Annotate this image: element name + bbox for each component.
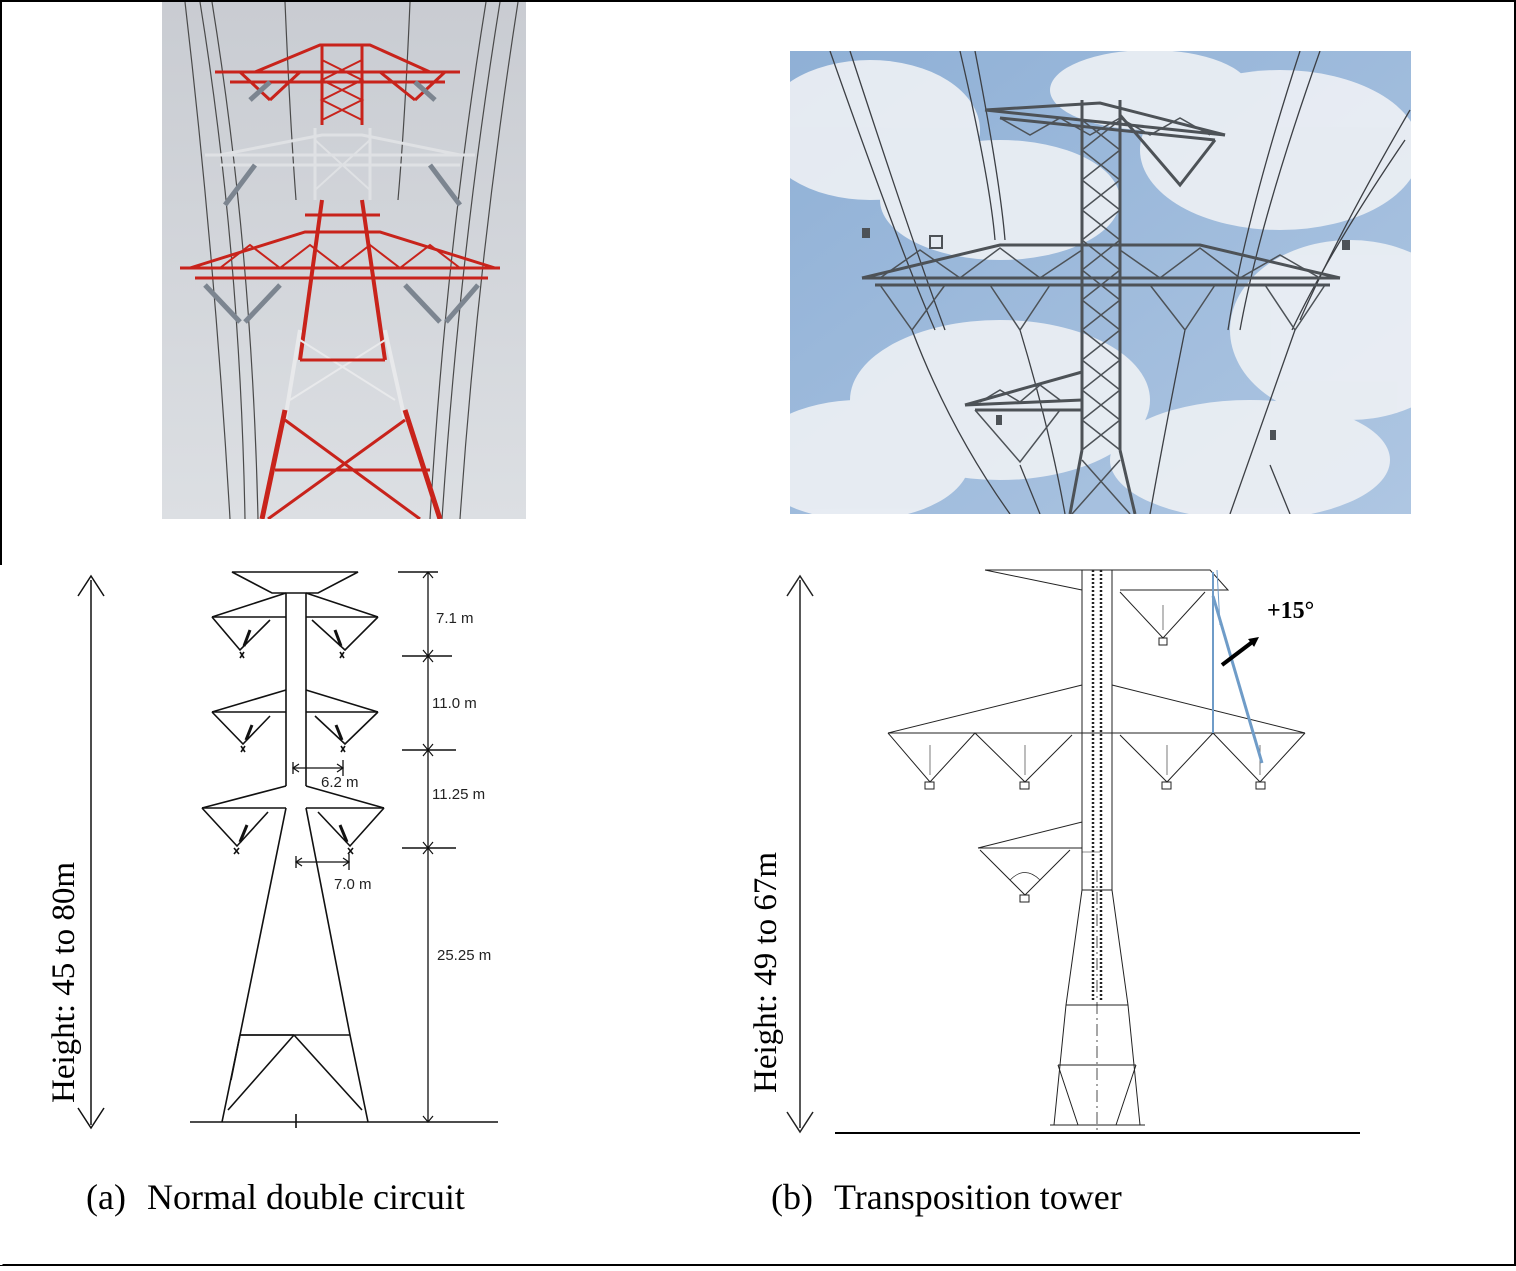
caption-b-letter: (b)	[771, 1177, 813, 1217]
height-label-a: Height: 45 to 80m	[46, 861, 82, 1103]
caption-a-text: Normal double circuit	[147, 1177, 465, 1217]
dimension-label: 6.2 m	[321, 774, 359, 791]
rotation-angle-label: +15°	[1267, 598, 1315, 624]
dimension-label: 25.25 m	[437, 947, 492, 964]
dimension-label: 11.25 m	[432, 786, 486, 803]
caption-a-letter: (a)	[86, 1177, 126, 1217]
photo-red-white-tower	[162, 2, 526, 519]
drawing-transposition-tower	[786, 569, 1360, 1134]
caption-b-text: Transposition tower	[834, 1177, 1122, 1217]
dimension-label: 7.0 m	[334, 876, 372, 893]
photo-transposition-tower	[790, 51, 1411, 514]
drawing-normal-double-circuit	[77, 571, 498, 1130]
height-label-b: Height: 49 to 67m	[748, 851, 784, 1093]
dimension-label: 7.1 m	[436, 610, 474, 627]
dimension-label: 11.0 m	[432, 695, 477, 712]
